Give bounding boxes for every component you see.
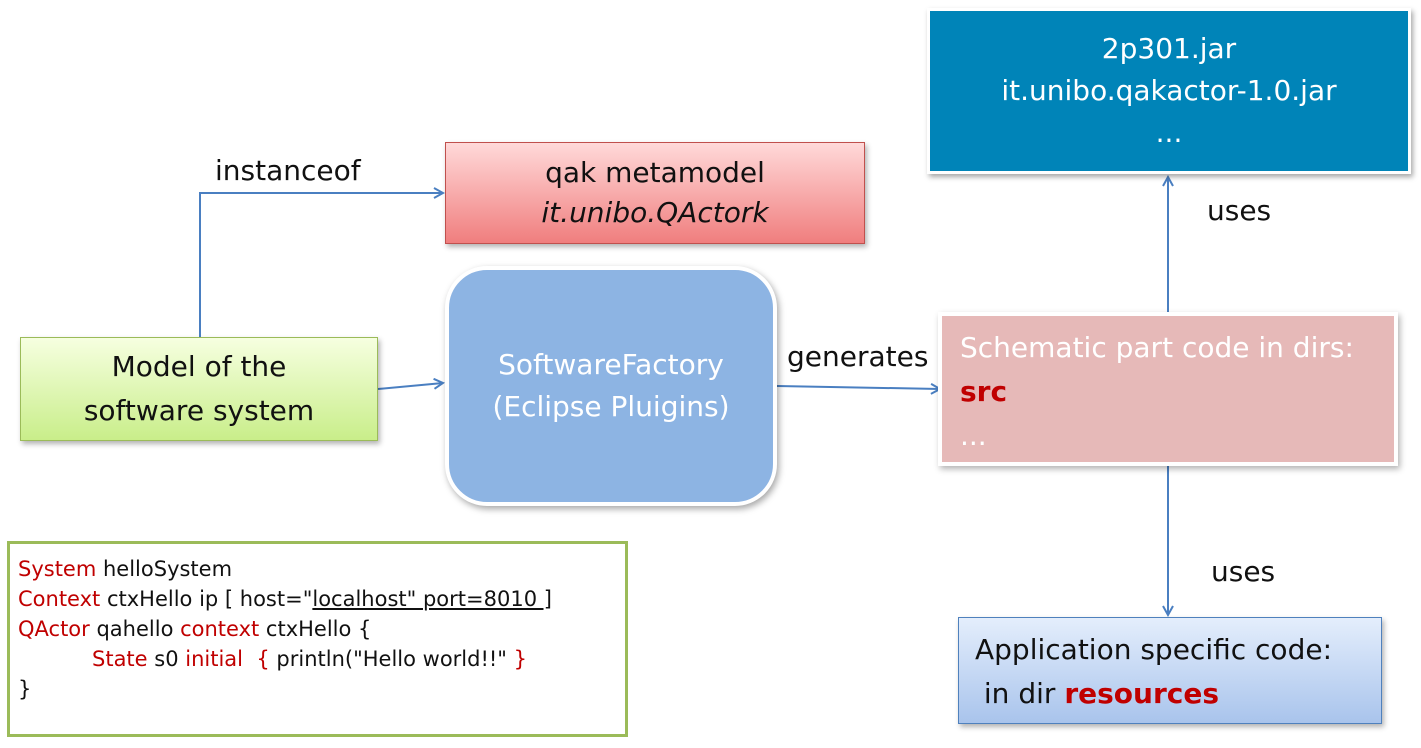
code-line-2: Context ctxHello ip [ host="localhost" p… [18, 584, 625, 614]
schematic-line-1: Schematic part code in dirs: [960, 331, 1354, 364]
application-code-box: Application specific code: in dir resour… [958, 617, 1382, 724]
code-keyword: Context [18, 587, 101, 611]
model-line-2: software system [83, 394, 315, 427]
uses-label-bottom: uses [1211, 555, 1276, 588]
jar-line-1: 2p301.jar [1101, 32, 1237, 65]
metamodel-title: qak metamodel [545, 156, 765, 189]
code-line-4: State s0 initial { println("Hello world!… [18, 644, 625, 674]
code-keyword: initial [185, 647, 243, 671]
metamodel-box: qak metamodel it.unibo.QActork [445, 142, 865, 244]
code-underlined-text: localhost" port=8010 ] [312, 587, 552, 611]
generates-label: generates [787, 340, 929, 373]
app-line-1: Application specific code: [975, 633, 1332, 666]
code-brace: } [513, 647, 528, 671]
factory-title: SoftwareFactory [498, 348, 724, 381]
arrow-instanceof [199, 193, 443, 337]
app-line-2-prefix: in dir [983, 677, 1056, 710]
arrow-model-to-factory [377, 383, 443, 390]
code-text: ctxHello ip [ host=" [100, 587, 313, 611]
jars-box: 2p301.jar it.unibo.qakactor-1.0.jar ... [927, 8, 1411, 174]
software-factory-box: SoftwareFactory (Eclipse Pluigins) [445, 266, 777, 506]
app-line-2: in dir resources [975, 672, 1381, 716]
code-text: println("Hello world!!" [269, 647, 514, 671]
code-keyword: context [180, 617, 260, 641]
code-text: helloSystem [96, 557, 233, 581]
model-line-1: Model of the [111, 350, 287, 383]
code-line-3: QActor qahello context ctxHello { [18, 614, 625, 644]
code-text: ctxHello { [259, 617, 372, 641]
code-brace: { [256, 647, 270, 671]
uses-label-top: uses [1207, 194, 1272, 227]
code-keyword: State [92, 647, 148, 671]
factory-subtitle: (Eclipse Pluigins) [492, 390, 730, 423]
code-line-1: System helloSystem [18, 554, 625, 584]
schematic-code-box: Schematic part code in dirs: src ... [938, 312, 1398, 466]
arrow-generates [776, 386, 940, 389]
code-block: System helloSystem Context ctxHello ip [… [7, 541, 628, 737]
instanceof-label: instanceof [215, 154, 361, 187]
metamodel-package: it.unibo.QActork [541, 196, 769, 229]
jar-line-3: ... [1155, 116, 1183, 149]
code-line-5: } [18, 677, 32, 701]
code-text: s0 [147, 647, 186, 671]
code-text: qahello [89, 617, 181, 641]
schematic-src-dir: src [960, 375, 1008, 408]
code-keyword: QActor [18, 617, 90, 641]
code-keyword: System [18, 557, 97, 581]
jar-line-2: it.unibo.qakactor-1.0.jar [1001, 74, 1337, 107]
schematic-line-3: ... [960, 419, 987, 452]
app-resources-dir: resources [1064, 677, 1220, 710]
model-box: Model of the software system [20, 337, 378, 441]
